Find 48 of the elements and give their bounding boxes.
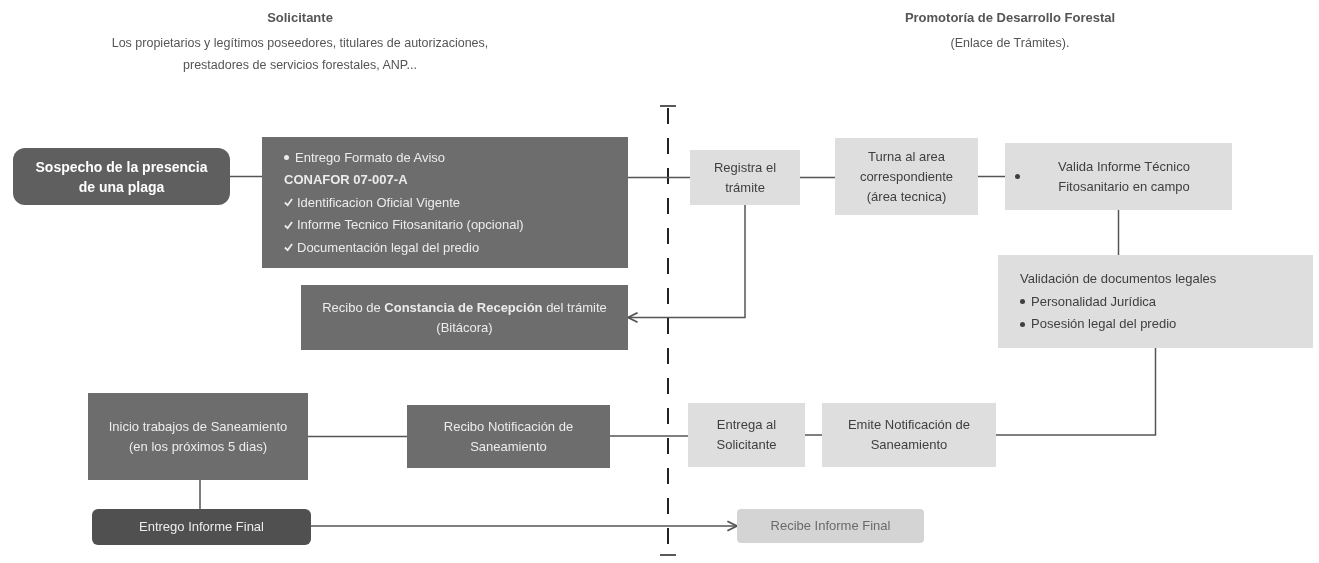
connector-line (1117, 209, 1120, 256)
box-text: Valida Informe Técnico Fitosanitario en campo (1057, 157, 1191, 196)
process-box (737, 509, 924, 543)
box-text: Informe Tecnico Fitosanitario (opcional) (297, 216, 524, 235)
box-text: Entrego Formato de Aviso (295, 148, 446, 167)
process-box (822, 403, 996, 467)
box-text: Recibo de Constancia de Recepción del trámite (Bitácora) (321, 298, 608, 337)
box-text: Registra el trámite (712, 158, 778, 197)
connector-line (627, 176, 691, 179)
box-text: Identificacion Oficial Vigente (297, 193, 461, 212)
process-box (262, 137, 628, 268)
connector-line (307, 435, 408, 438)
box-text: Personalidad Jurídica (1031, 292, 1157, 311)
box-text: Recibe Informe Final (770, 517, 891, 535)
box-text: Recibo Notificación de Saneamiento (442, 417, 575, 456)
process-box (690, 150, 800, 205)
box-text: Inicio trabajos de Saneamiento (en los próximos 5 dias) (107, 417, 289, 456)
process-box (88, 393, 308, 480)
connector-line (609, 435, 689, 437)
connector-line (229, 175, 263, 178)
column-heading: Promotoría de Desarrollo Forestal (904, 9, 1116, 27)
process-box (998, 255, 1313, 348)
process-box (1005, 143, 1232, 210)
box-text: Sospecho de la presencia de una plaga (34, 157, 209, 197)
process-box (835, 138, 978, 215)
process-box (301, 285, 628, 350)
process-box (407, 405, 610, 468)
box-text: Entrego Informe Final (139, 518, 264, 536)
box-text: Documentación legal del predio (297, 238, 480, 257)
arrow (627, 204, 746, 324)
process-box (688, 403, 805, 467)
box-text: Validación de documentos legales (1020, 270, 1217, 289)
column-heading: Solicitante (267, 9, 333, 27)
column-description: (Enlace de Trámites). (950, 34, 1070, 52)
arrow (310, 520, 738, 532)
box-text: Posesión legal del predio (1031, 315, 1177, 334)
process-box (13, 148, 230, 205)
box-text: Entrega al Solicitante (715, 416, 778, 454)
box-text: Emite Notificación de Saneamiento (846, 416, 972, 454)
connector-line (977, 175, 1006, 178)
box-text: Turna al area correspondiente (área tecnica) (858, 147, 955, 206)
connector-line (199, 479, 201, 510)
box-text: CONAFOR 07-007-A (284, 171, 408, 190)
process-box (92, 509, 311, 545)
column-description: Los propietarios y legítimos poseedores, titulares de autorizaciones, prestadores de servicios forestales, ANP... (110, 34, 490, 74)
connector-line (804, 434, 823, 436)
connector-line (799, 176, 836, 179)
connector-line (995, 347, 1157, 436)
